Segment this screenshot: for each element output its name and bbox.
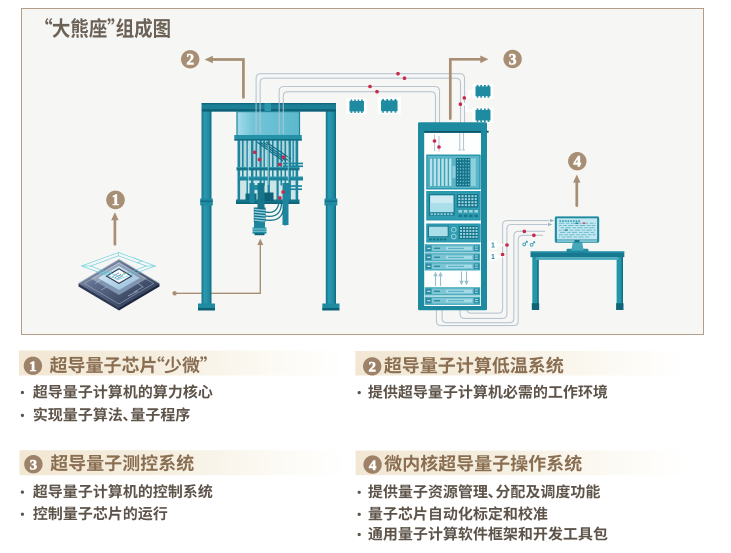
svg-text:2: 2 <box>186 52 194 69</box>
svg-text:2: 2 <box>368 360 376 376</box>
svg-text:3: 3 <box>30 457 38 473</box>
svg-text:4: 4 <box>573 154 581 171</box>
svg-text:1: 1 <box>491 243 495 250</box>
svg-text:4: 4 <box>369 458 377 474</box>
svg-text:1: 1 <box>112 192 120 209</box>
svg-text:1: 1 <box>29 359 37 375</box>
svg-text:3: 3 <box>509 51 517 68</box>
svg-text:1: 1 <box>491 254 495 261</box>
